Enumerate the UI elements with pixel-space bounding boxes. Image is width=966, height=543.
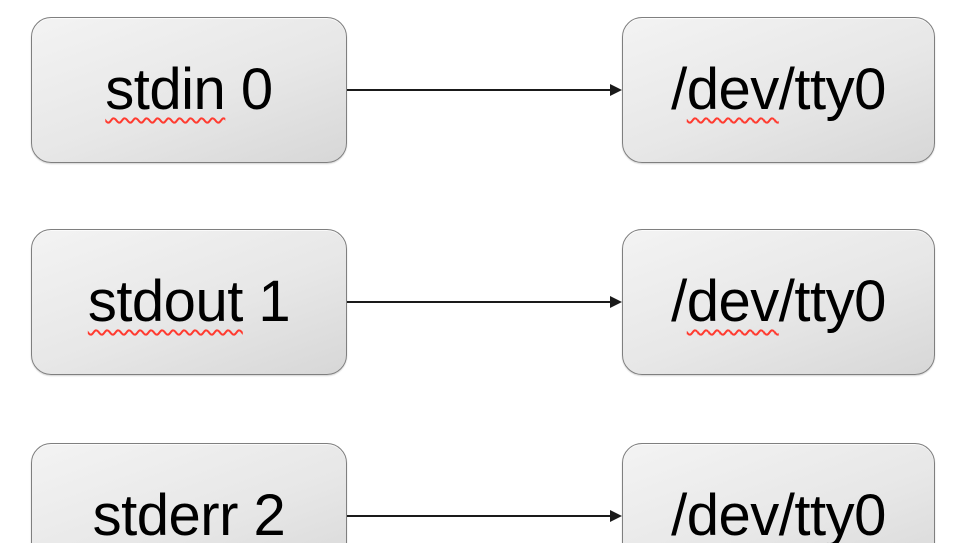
- box-label: /dev/tty0: [671, 273, 886, 331]
- dev-tty0-box: /dev/tty0: [622, 443, 935, 543]
- connector-arrow: [347, 296, 622, 308]
- misspelled-word: stdin: [105, 57, 226, 122]
- stdout-box: stdout 1: [31, 229, 347, 375]
- label-text: /: [671, 269, 687, 334]
- box-label: /dev/tty0: [671, 487, 886, 543]
- box-label: stdin 0: [105, 61, 273, 119]
- misspelled-word: stderr: [92, 483, 239, 543]
- misspelled-word: dev: [686, 57, 780, 122]
- dev-tty0-box: /dev/tty0: [622, 229, 935, 375]
- arrowhead-icon: [610, 296, 622, 308]
- arrow-shaft: [347, 301, 612, 303]
- label-text: 0: [225, 57, 273, 122]
- arrow-shaft: [347, 89, 612, 91]
- connector-arrow: [347, 84, 622, 96]
- misspelled-word: dev: [686, 483, 780, 543]
- stdin-box: stdin 0: [31, 17, 347, 163]
- arrowhead-icon: [610, 510, 622, 522]
- label-text: /tty0: [778, 483, 887, 543]
- dev-tty0-box: /dev/tty0: [622, 17, 935, 163]
- misspelled-word: dev: [686, 269, 780, 334]
- stderr-box: stderr 2: [31, 443, 347, 543]
- label-text: /: [671, 57, 687, 122]
- misspelled-word: stdout: [87, 269, 244, 334]
- label-text: /tty0: [778, 57, 887, 122]
- label-text: /tty0: [778, 269, 887, 334]
- box-label: stdout 1: [88, 273, 291, 331]
- box-label: stderr 2: [93, 487, 286, 543]
- arrow-shaft: [347, 515, 612, 517]
- box-label: /dev/tty0: [671, 61, 886, 119]
- label-text: 2: [237, 483, 286, 543]
- arrowhead-icon: [610, 84, 622, 96]
- connector-arrow: [347, 510, 622, 522]
- label-text: /: [671, 483, 687, 543]
- label-text: 1: [242, 269, 291, 334]
